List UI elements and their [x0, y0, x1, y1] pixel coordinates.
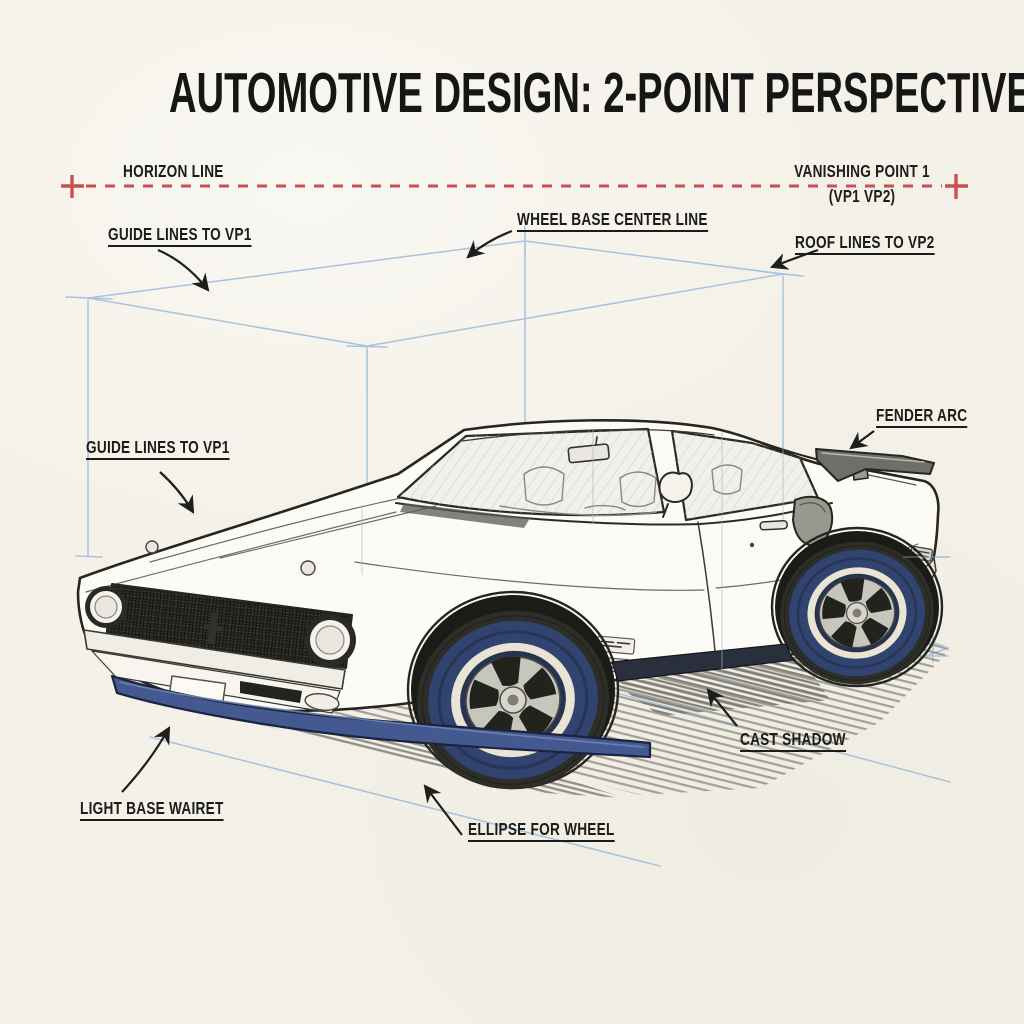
- guide-overlays: [361, 430, 948, 688]
- arrow-fender-arc: [849, 430, 875, 450]
- front-end: [83, 583, 356, 714]
- arrow-cast-shadow: [706, 688, 738, 727]
- hood-pins: [145, 540, 316, 576]
- horizon-dashed-line: [61, 174, 968, 199]
- arrow-guide-lines-left: [159, 471, 195, 514]
- annotation-arrows: [121, 229, 875, 836]
- corner-tick-left: [65, 296, 113, 300]
- rocker-stripe: [611, 643, 794, 682]
- vp-cross-left: [61, 175, 84, 198]
- label-roof-lines-vp2: ROOF LINES TO VP2: [795, 232, 935, 256]
- label-guide-lines-left: GUIDE LINES TO VP1: [86, 437, 230, 461]
- label-ellipse-for-wheel: ELLIPSE FOR WHEEL: [468, 819, 615, 843]
- front-bumper: [83, 629, 346, 690]
- label-fender-arc: FENDER ARC: [876, 405, 968, 429]
- label-guide-lines-top: GUIDE LINES TO VP1: [108, 224, 252, 248]
- label-horizon-line: HORIZON LINE: [123, 161, 224, 181]
- label-vanishing-point: VANISHING POINT 1 (VP1 VP2): [782, 159, 941, 208]
- label-light-base: LIGHT BASE WAIRET: [80, 798, 224, 822]
- rearview-mirror: [567, 436, 610, 464]
- arrow-light-base: [121, 726, 171, 793]
- arrow-guide-lines-top: [157, 248, 210, 292]
- fog-lamp: [304, 693, 340, 711]
- front-spoiler: [110, 674, 652, 759]
- label-vanishing-point-line2: (VP1 VP2): [828, 185, 896, 206]
- door-handle: [759, 520, 788, 531]
- side-mirror: [658, 471, 693, 518]
- car-sketch: [76, 418, 945, 806]
- label-cast-shadow: CAST SHADOW: [740, 729, 846, 753]
- vp-cross-right: [945, 174, 968, 199]
- grille-emblem: [203, 612, 224, 645]
- label-wheel-base-center-line: WHEEL BASE CENTER LINE: [517, 209, 708, 233]
- arrow-ellipse-wheel: [423, 784, 463, 836]
- arrow-wheel-base: [466, 229, 513, 259]
- page-title: AUTOMOTIVE DESIGN: 2-POINT PERSPECTIVE: [168, 61, 1024, 125]
- rear-spoiler: [815, 448, 935, 482]
- corner-tick-front: [346, 345, 388, 348]
- ground-line-front: [149, 736, 661, 867]
- label-vanishing-point-line1: VANISHING POINT 1: [794, 161, 930, 181]
- corner-tick-right: [764, 271, 804, 277]
- arrow-roof-lines: [769, 248, 819, 270]
